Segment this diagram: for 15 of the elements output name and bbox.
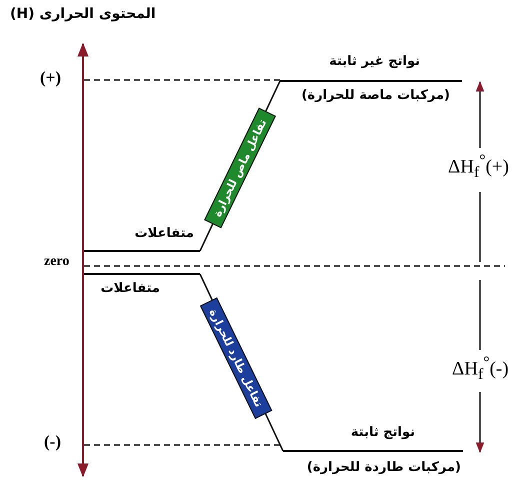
- delta-h-label: ΔH$_{f}$$^{°}$(+): [448, 152, 509, 182]
- axis-tick-label: zero: [44, 254, 70, 270]
- level-label: نواتج ثابتة: [350, 425, 415, 440]
- energy-level: [84, 226, 200, 252]
- axis-tick-label: (-): [44, 432, 61, 452]
- edge-label: تفاعل ماص للحرارة: [204, 108, 276, 228]
- edge-label: تفاعل طارد للحرارة: [200, 297, 272, 419]
- axis-tick-label: (+): [40, 68, 62, 88]
- level-label: متفاعلات: [134, 226, 194, 241]
- level-note: (مركبات ماصة للحرارة): [301, 88, 450, 103]
- level-note: (مركبات طاردة للحرارة): [306, 460, 461, 475]
- axis-title: المحتوى الحرارى (H): [10, 6, 156, 22]
- level-label: نواتج غير ثابتة: [329, 54, 420, 69]
- level-label: متفاعلات: [100, 281, 160, 296]
- delta-h-label: ΔH$_{f}$$^{°}$(-): [452, 354, 509, 384]
